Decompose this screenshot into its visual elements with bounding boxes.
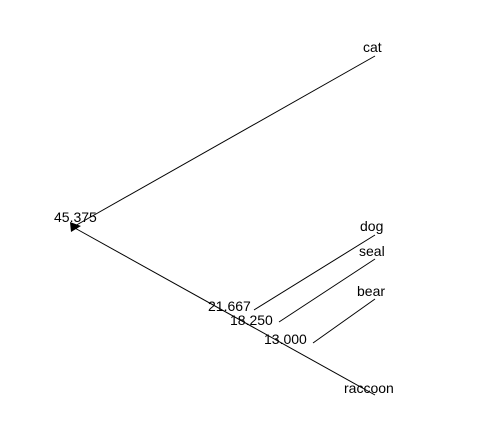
root-arrow-icon bbox=[70, 222, 81, 232]
leaf-label-bear: bear bbox=[357, 283, 385, 299]
branch-node1-dog bbox=[253, 234, 376, 311]
node-height-label-dog-group: 21.667 bbox=[208, 298, 251, 314]
branch-node2-seal bbox=[278, 258, 376, 323]
leaf-label-raccoon: raccoon bbox=[344, 380, 394, 396]
root-height-label: 45.375 bbox=[54, 209, 97, 225]
branch-node3-bear bbox=[312, 298, 376, 344]
node-height-label-seal-group: 18.250 bbox=[230, 312, 273, 328]
branch-root-raccoon-spine bbox=[72, 226, 376, 396]
leaf-label-dog: dog bbox=[360, 218, 383, 234]
branch-root-cat bbox=[72, 55, 376, 228]
node-height-label-bear-raccoon: 13.000 bbox=[264, 331, 307, 347]
leaf-label-cat: cat bbox=[363, 39, 382, 55]
leaf-label-seal: seal bbox=[359, 243, 385, 259]
